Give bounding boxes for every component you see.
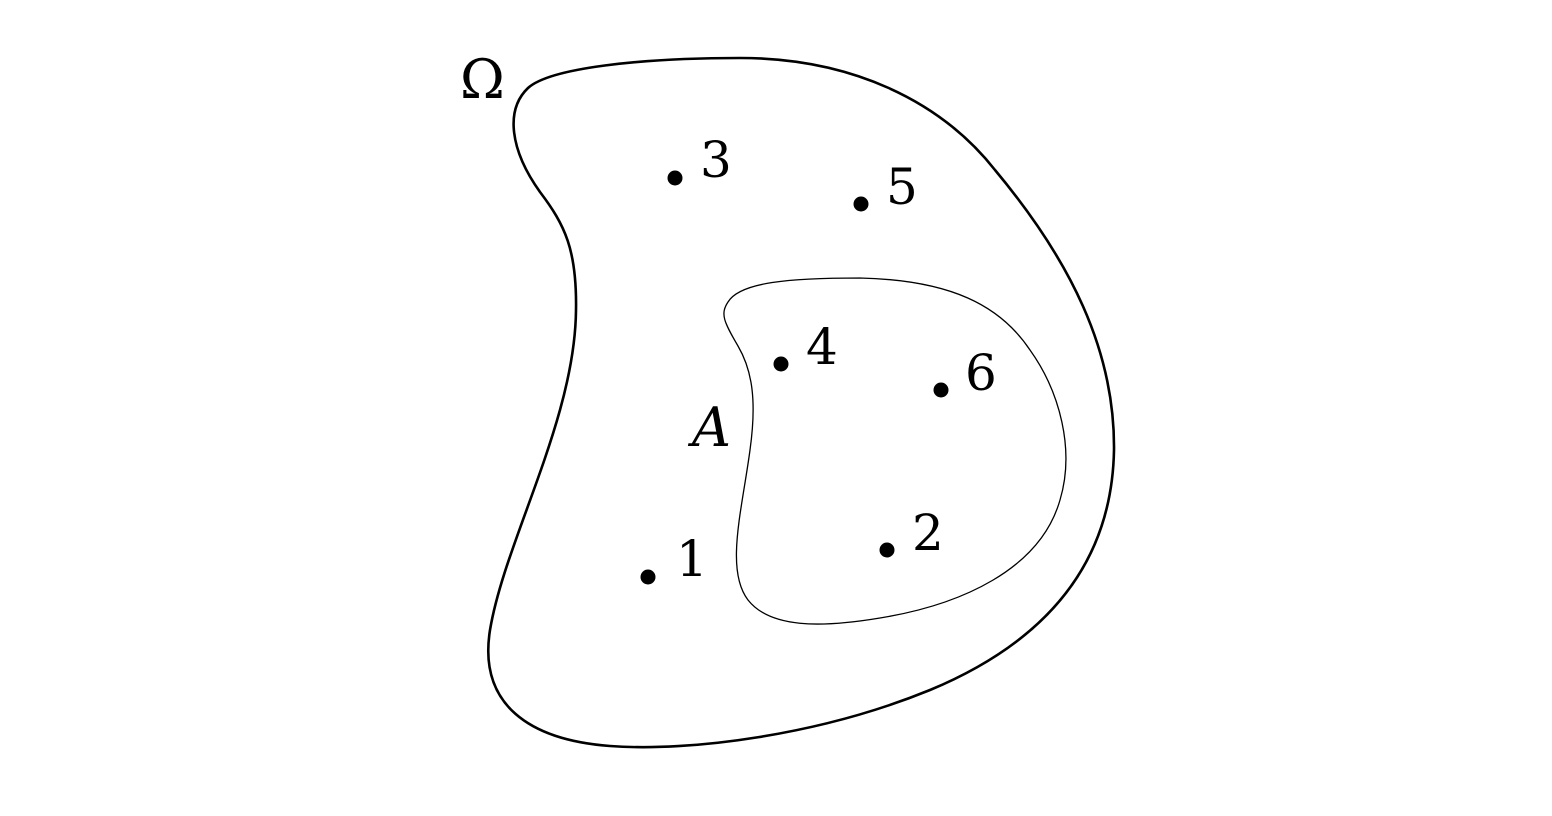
outer-set-label: Ω (460, 48, 505, 111)
inner-set-boundary (723, 277, 1067, 625)
outer-set-boundary (487, 56, 1116, 749)
point-5-label: 5 (886, 158, 918, 216)
point-5-dot (853, 196, 869, 212)
inner-set-label: A (687, 396, 731, 459)
point-3-dot (667, 170, 683, 186)
point-6-dot (933, 382, 949, 398)
point-4: 4 (773, 318, 838, 376)
point-4-dot (773, 356, 789, 372)
point-2-label: 2 (912, 504, 944, 562)
point-1-dot (640, 569, 656, 585)
point-1: 1 (640, 530, 708, 588)
point-5: 5 (853, 158, 918, 216)
point-3: 3 (667, 131, 732, 189)
point-3-label: 3 (700, 131, 732, 189)
point-4-label: 4 (806, 318, 838, 376)
point-6: 6 (933, 344, 997, 402)
point-2: 2 (879, 504, 944, 562)
point-2-dot (879, 542, 895, 558)
point-6-label: 6 (965, 344, 997, 402)
point-1-label: 1 (676, 530, 708, 588)
